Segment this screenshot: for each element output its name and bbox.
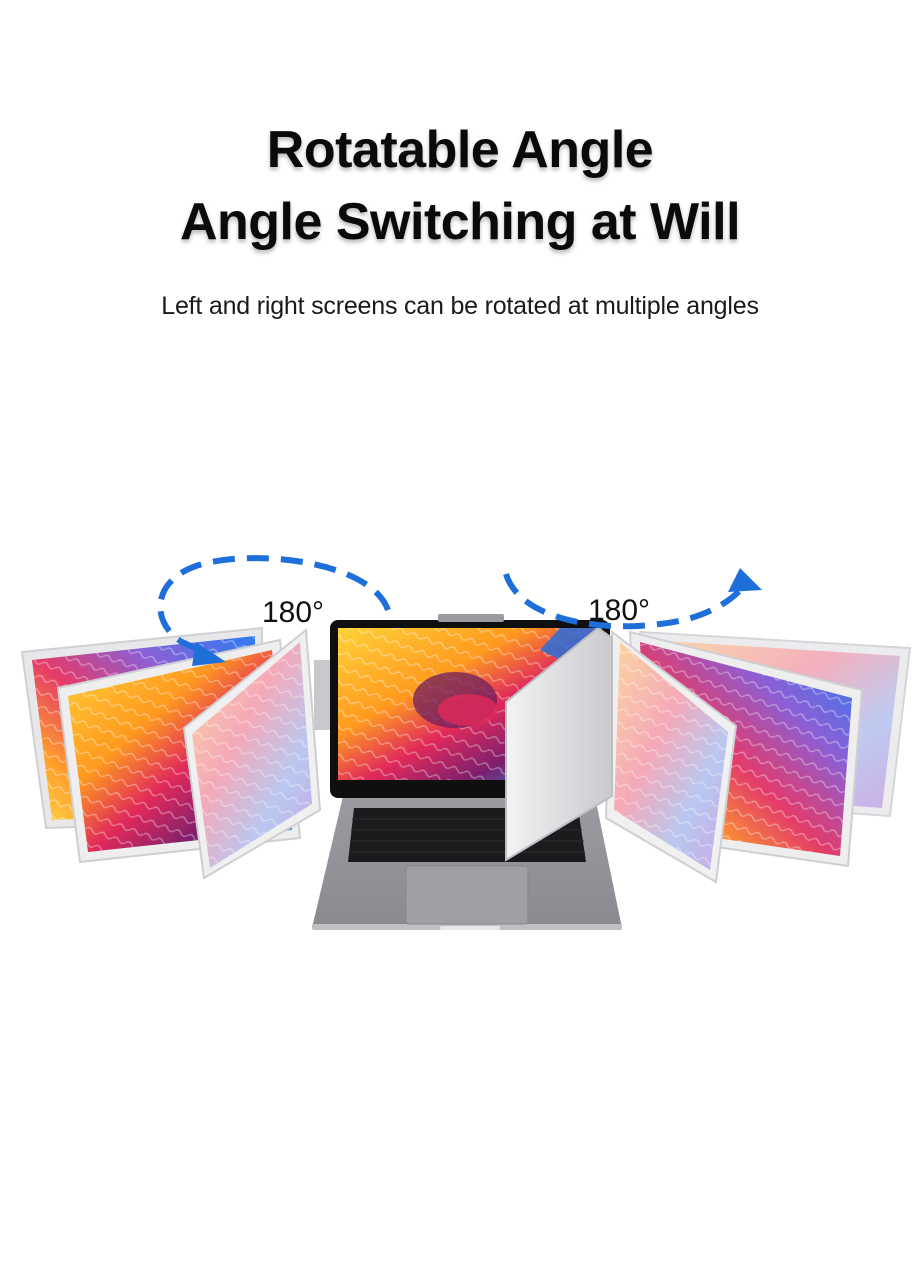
left-hinge-bracket	[314, 660, 334, 730]
left-screen-position-3	[182, 628, 322, 880]
left-rotation-label: 180°	[262, 596, 325, 629]
laptop-trackpad	[405, 865, 529, 925]
left-rotation-arrow-path	[157, 555, 391, 657]
right-rotation-label: 180°	[588, 594, 651, 627]
product-illustration: 180° 180°	[0, 540, 920, 960]
right-screen-back-panel	[505, 626, 613, 862]
right-rotation-arrow-path	[503, 572, 745, 630]
laptop-triple-screen-illustration	[20, 555, 912, 930]
right-screen-position-3	[604, 630, 738, 884]
right-rotation-arrowhead-icon	[728, 568, 762, 592]
headline-line-2: Angle Switching at Will	[179, 193, 741, 251]
headline-line-1: Rotatable Angle	[266, 121, 654, 179]
left-rotation-arrowhead-icon	[192, 642, 226, 666]
subtitle: Left and right screens can be rotated at…	[161, 292, 759, 320]
